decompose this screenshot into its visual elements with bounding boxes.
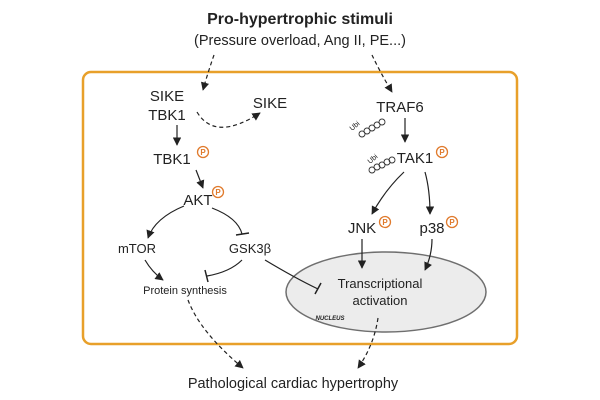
p38-phospho-icon: P bbox=[445, 215, 459, 229]
gsk3b-inhibits-protein-synthesis bbox=[206, 259, 243, 277]
svg-text:P: P bbox=[382, 218, 388, 227]
svg-text:P: P bbox=[200, 148, 206, 157]
akt-inhibits-gsk3b bbox=[211, 207, 243, 235]
sike-tbk1-complex-sike: SIKE bbox=[150, 88, 184, 105]
nucleus-to-outcome-arrow bbox=[357, 317, 379, 369]
akt-phospho-icon: P bbox=[211, 185, 225, 199]
sike-free: SIKE bbox=[253, 95, 287, 112]
tak1-to-p38-arrow bbox=[424, 171, 435, 215]
p38-node: p38 bbox=[419, 220, 444, 237]
tbk1-phospho-icon: P bbox=[196, 145, 210, 159]
gsk3b-node: GSK3β bbox=[229, 241, 271, 256]
jnk-phospho-icon: P bbox=[378, 215, 392, 229]
tbk1-to-akt-arrow bbox=[195, 169, 205, 189]
tak1-to-jnk-arrow bbox=[371, 171, 405, 215]
svg-text:P: P bbox=[449, 218, 455, 227]
traf6-ubi-label: Ubi bbox=[349, 120, 362, 132]
p38-to-transcription-arrow bbox=[424, 238, 433, 271]
transcriptional-activation-line2: activation bbox=[353, 293, 408, 308]
transcriptional-activation-line1: Transcriptional bbox=[338, 276, 423, 291]
protein-synthesis-to-outcome-arrow bbox=[187, 299, 244, 369]
gsk3b-inhibits-transcription bbox=[264, 259, 319, 290]
mtor-node: mTOR bbox=[118, 241, 156, 256]
sike-dissociation-arrow bbox=[196, 111, 261, 128]
gsk3b-inhibits-transcription-bar bbox=[314, 282, 322, 295]
svg-text:P: P bbox=[439, 148, 445, 157]
stimuli-to-sike-arrow bbox=[200, 54, 215, 91]
stimuli-to-traf6-arrow bbox=[371, 54, 393, 93]
jnk-node: JNK bbox=[348, 220, 376, 237]
cell-frame bbox=[81, 70, 519, 346]
subtitle: (Pressure overload, Ang II, PE...) bbox=[194, 33, 406, 49]
title: Pro-hypertrophic stimuli bbox=[207, 11, 393, 28]
nucleus-ellipse bbox=[286, 252, 486, 332]
akt-inhibits-gsk3b-bar bbox=[235, 232, 250, 236]
outcome-label: Pathological cardiac hypertrophy bbox=[188, 376, 399, 392]
gsk3b-inhibits-protein-synthesis-bar bbox=[204, 269, 209, 283]
sike-tbk1-complex-tbk1: TBK1 bbox=[148, 107, 186, 124]
tak1-phospho-icon: P bbox=[435, 145, 449, 159]
svg-text:P: P bbox=[215, 188, 221, 197]
mtor-to-protein-synthesis-arrow bbox=[144, 259, 164, 281]
tak1-ubiquitin-chain-icon bbox=[368, 156, 396, 174]
akt-node: AKT bbox=[183, 192, 212, 209]
tak1-node: TAK1 bbox=[397, 150, 433, 167]
nucleus-outline bbox=[285, 251, 487, 333]
protein-synthesis-node: Protein synthesis bbox=[143, 285, 227, 297]
akt-to-mtor-arrow bbox=[146, 205, 185, 239]
tbk1-node: TBK1 bbox=[153, 151, 191, 168]
traf6-node: TRAF6 bbox=[376, 99, 424, 116]
traf6-ubiquitin-chain-icon bbox=[358, 118, 386, 138]
nucleus-label: NUCLEUS bbox=[315, 316, 344, 322]
